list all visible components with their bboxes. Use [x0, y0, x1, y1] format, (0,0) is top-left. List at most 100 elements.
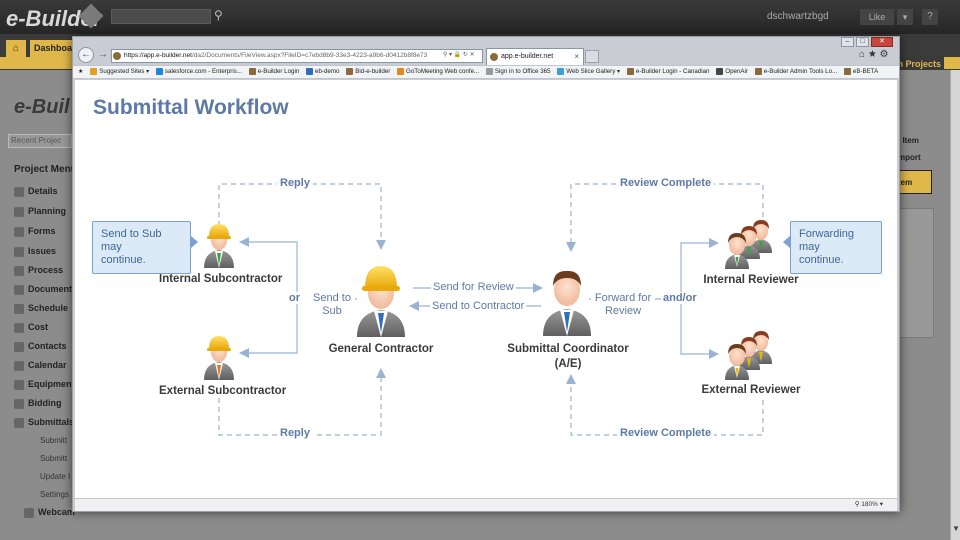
thumb-down-icon[interactable]: ▾ — [897, 9, 913, 25]
address-tools-icon[interactable]: ⚲ ▾ 🔒 ↻ ✕ — [443, 52, 475, 58]
menu-item-forms[interactable]: Forms — [14, 226, 56, 237]
menu-item-issues[interactable]: Issues — [14, 246, 56, 257]
favorite-label: Web Slice Gallery ▾ — [566, 68, 621, 75]
menu-item-planning[interactable]: Planning — [14, 206, 66, 217]
favorite-link[interactable]: eB-BETA — [843, 66, 879, 78]
favorite-link[interactable]: GoToMeeting Web confe... — [397, 66, 479, 78]
browser-tab[interactable]: app.e-builder.net × — [486, 48, 584, 65]
favorite-link[interactable]: eb-demo — [306, 66, 339, 78]
forms-icon — [14, 226, 24, 237]
browser-tool-icons[interactable]: ⌂ ★ ⚙ — [859, 49, 889, 60]
recent-projects-select[interactable]: Recent Projec — [8, 134, 72, 148]
favorite-label: salesforce.com - Enterpris... — [164, 68, 242, 75]
app-search-input[interactable] — [111, 9, 211, 24]
maximize-button[interactable]: □ — [856, 37, 869, 47]
like-button[interactable]: Like — [860, 9, 894, 25]
menu-subitem[interactable]: Submitt — [40, 454, 68, 463]
help-button[interactable]: ? — [922, 9, 938, 25]
favorite-link[interactable]: e-Builder Admin Tools Lo... — [754, 66, 837, 78]
favorites-bar: ★ Suggested Sites ▾ salesforce.com - Ent… — [73, 65, 899, 79]
browser-nav-row: ← → https://app.e-builder.net/da2/Docume… — [73, 45, 899, 65]
menu-label: Contacts — [28, 341, 67, 351]
issues-icon — [14, 246, 24, 257]
external-subcontractor-figure — [204, 336, 234, 380]
page-scrollbar[interactable] — [950, 70, 960, 540]
general-contractor-label: General Contractor — [328, 343, 434, 355]
favorite-link[interactable]: Sign in to Office 365 — [485, 66, 551, 78]
forwarding-callout: Forwarding may continue. — [790, 221, 882, 274]
forward-icon[interactable]: → — [98, 49, 108, 60]
favorite-link[interactable]: Web Slice Gallery ▾ — [557, 66, 620, 78]
tab-close-icon[interactable]: × — [574, 52, 579, 61]
favorite-link[interactable]: e-Builder Login - Canadian — [626, 66, 710, 78]
schedule-icon — [14, 303, 24, 314]
menu-item-cost[interactable]: Cost — [14, 322, 48, 333]
equipment-icon — [14, 379, 24, 390]
right-pane — [898, 208, 934, 338]
favorite-icon — [557, 67, 565, 75]
right-item[interactable]: mport — [898, 153, 921, 162]
tab-favicon-icon — [490, 53, 498, 61]
favorite-link[interactable]: salesforce.com - Enterpris... — [155, 66, 242, 78]
new-tab-button[interactable] — [585, 50, 599, 63]
calendar-icon — [14, 360, 24, 371]
review-complete-bottom-label: Review Complete — [617, 427, 715, 439]
app-top-bar: e-Builder ⚲ dschwartzbgd Like ▾ ? — [0, 0, 960, 34]
favorite-label: eB-BETA — [852, 68, 879, 75]
favorite-label: e-Builder Login - Canadian — [635, 68, 710, 75]
search-icon[interactable]: ⚲ — [214, 8, 223, 22]
favorite-link[interactable]: Bid-e-builder — [346, 66, 390, 78]
menu-subitem[interactable]: Update I — [40, 472, 71, 481]
page-title: Submittal Workflow — [93, 96, 289, 119]
right-item[interactable]: l Item — [898, 136, 919, 145]
menu-item-submittals[interactable]: Submittals — [14, 417, 74, 428]
submittal-coordinator-figure — [543, 270, 591, 336]
favorite-icon — [716, 67, 724, 75]
favorite-icon — [626, 67, 634, 75]
external-subcontractor-label: External Subcontractor — [159, 385, 287, 397]
coordinator-line-1: Submittal Coordinator — [507, 343, 629, 355]
address-bar[interactable]: https://app.e-builder.net/da2/Documents/… — [111, 49, 483, 63]
menu-label: Schedule — [28, 303, 69, 313]
favorite-link[interactable]: Suggested Sites ▾ — [90, 66, 149, 78]
user-name[interactable]: dschwartzbgd — [767, 11, 829, 22]
menu-item-bidding[interactable]: Bidding — [14, 398, 62, 409]
favorite-icon — [90, 67, 98, 75]
menu-label: Equipment — [28, 379, 75, 389]
projects-button[interactable]: n Projects — [892, 57, 944, 71]
tab-dashboard[interactable]: Dashboa — [30, 40, 74, 57]
menu-item-calendar[interactable]: Calendar — [14, 360, 67, 371]
close-button[interactable]: ✕ — [871, 37, 893, 47]
menu-item-webcam[interactable]: Webcam — [24, 507, 75, 518]
right-gold-button[interactable]: tem — [894, 170, 932, 194]
favorite-link[interactable]: e-Builder Login — [248, 66, 300, 78]
menu-item-process[interactable]: Process — [14, 265, 63, 276]
address-path: /da2/Documents/FileView.aspx?FileID=c7eb… — [191, 52, 428, 59]
menu-label: Process — [28, 265, 64, 275]
menu-item-details[interactable]: Details — [14, 186, 58, 197]
menu-item-schedule[interactable]: Schedule — [14, 303, 68, 314]
favorites-star-icon[interactable]: ★ — [78, 68, 84, 75]
menu-subitem[interactable]: Settings — [40, 490, 69, 499]
zoom-control[interactable]: ⚲ 180% ▾ — [854, 501, 883, 508]
reply-top-connector — [218, 183, 386, 250]
back-icon[interactable]: ← — [78, 47, 94, 63]
menu-label: Calendar — [28, 360, 67, 370]
minimize-button[interactable]: – — [841, 37, 854, 47]
details-icon — [14, 186, 24, 197]
bidding-icon — [14, 398, 24, 409]
contacts-icon — [14, 341, 24, 352]
menu-subitem[interactable]: Submitt — [40, 436, 68, 445]
home-tab-icon[interactable]: ⌂ — [6, 40, 26, 57]
forward-bracket-bottom — [680, 299, 719, 359]
menu-item-documents[interactable]: Documents — [14, 284, 77, 295]
favorite-icon — [346, 67, 354, 75]
project-logo: e-Buil — [14, 96, 70, 118]
scroll-down-icon[interactable]: ▼ — [952, 524, 960, 533]
menu-item-contacts[interactable]: Contacts — [14, 341, 67, 352]
menu-item-equipment[interactable]: Equipment — [14, 379, 75, 390]
favorite-label: OpenAir — [725, 68, 748, 75]
menu-label: Documents — [28, 284, 78, 294]
favorite-label: e-Builder Login — [257, 68, 300, 75]
favorite-link[interactable]: OpenAir — [716, 66, 748, 78]
